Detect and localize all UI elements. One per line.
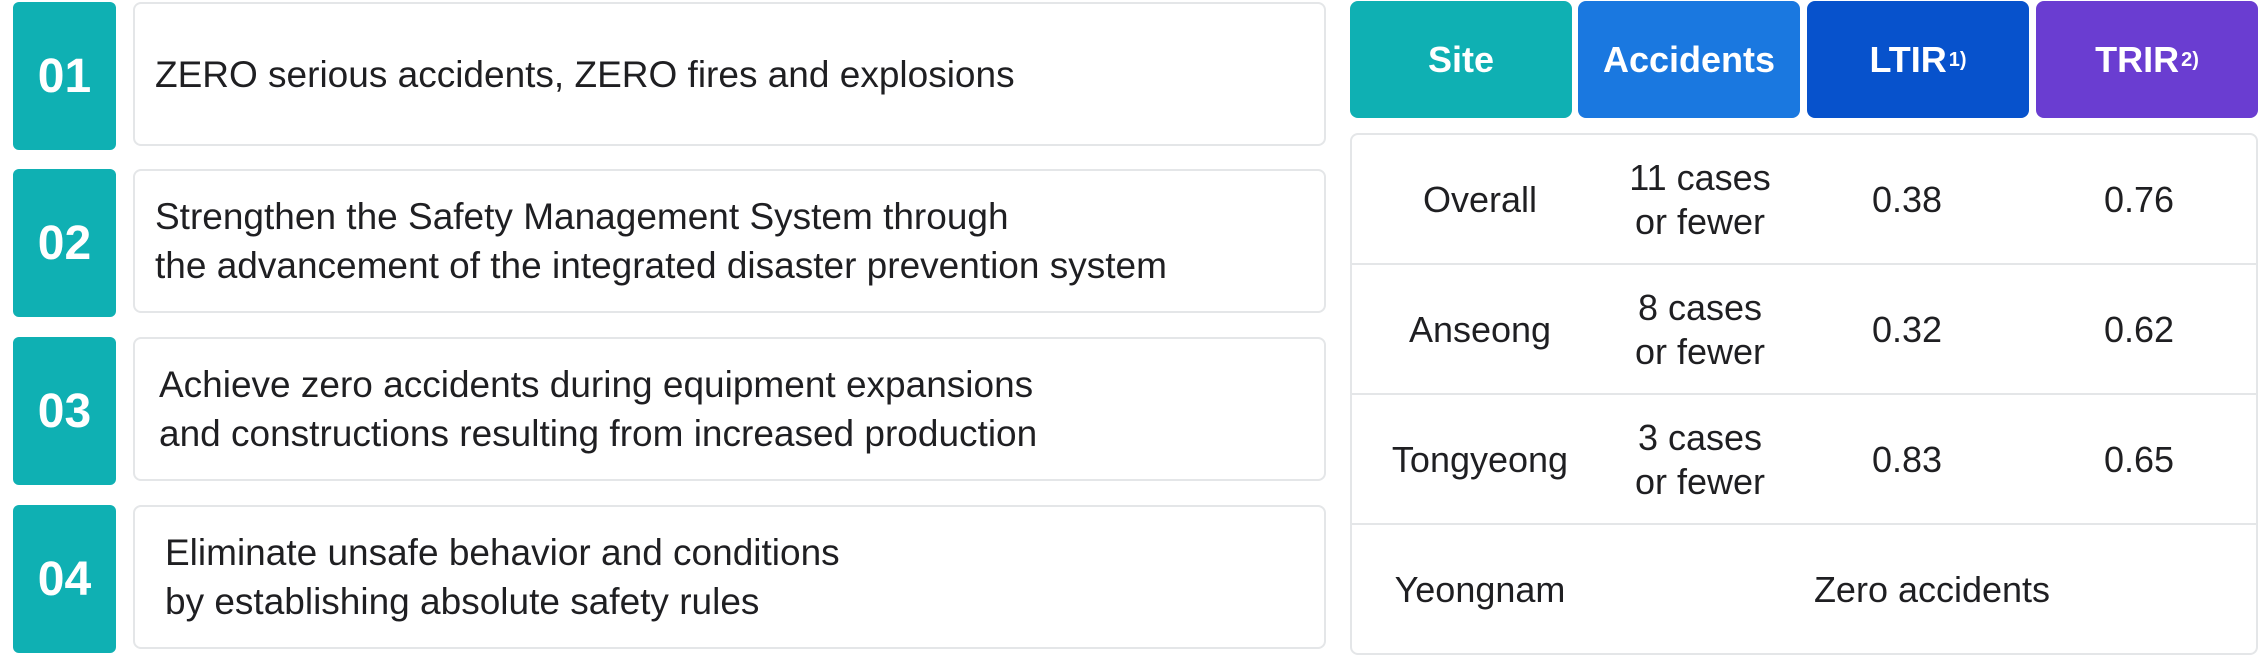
goal-text: ZERO serious accidents, ZERO fires and e… (155, 53, 1015, 95)
header-trir-label: TRIR (2095, 38, 2180, 80)
goal-item: 03 Achieve zero accidents during equipme… (13, 337, 1330, 485)
cell-ltir: 0.83 (1871, 439, 1943, 480)
cell-site: Tongyeong (1391, 439, 1569, 480)
goal-item: 02 Strengthen the Safety Management Syst… (13, 169, 1330, 317)
goal-number-badge: 02 (13, 169, 116, 317)
goal-number-badge: 01 (13, 2, 116, 150)
cell-trir: 0.65 (2103, 439, 2175, 480)
cell-trir: 0.76 (2103, 179, 2175, 220)
goal-number-badge: 03 (13, 337, 116, 485)
cell-ltir: 0.38 (1871, 179, 1943, 220)
goal-box: Eliminate unsafe behavior and conditions… (133, 505, 1326, 649)
goal-box: Strengthen the Safety Management System … (133, 169, 1326, 313)
cell-site: Overall (1422, 179, 1538, 220)
cell-site: Anseong (1408, 309, 1552, 350)
table-body: Overall 11 cases or fewer 0.38 0.76 Anse… (1350, 133, 2258, 655)
cell-accidents: 8 cases or fewer (1634, 287, 1766, 372)
goal-text: Strengthen the Safety Management System … (155, 196, 1167, 286)
header-accidents-label: Accidents (1602, 38, 1776, 80)
cell-site: Yeongnam (1394, 569, 1566, 610)
table-row: Anseong 8 cases or fewer 0.32 0.62 (1352, 265, 2256, 395)
header-site-label: Site (1427, 38, 1495, 80)
table-row: Yeongnam Zero accidents (1352, 525, 2256, 655)
header-site: Site (1350, 1, 1572, 118)
cell-trir: 0.62 (2103, 309, 2175, 350)
cell-accidents: 3 cases or fewer (1634, 417, 1766, 502)
header-ltir-label: LTIR (1869, 38, 1947, 80)
goal-item: 01 ZERO serious accidents, ZERO fires an… (13, 2, 1330, 150)
table-row: Tongyeong 3 cases or fewer 0.83 0.65 (1352, 395, 2256, 525)
table-row: Overall 11 cases or fewer 0.38 0.76 (1352, 135, 2256, 265)
goal-text: Eliminate unsafe behavior and conditions… (165, 532, 840, 622)
cell-accidents: 11 cases or fewer (1629, 157, 1771, 242)
goal-number-badge: 04 (13, 505, 116, 653)
cell-ltir: 0.32 (1871, 309, 1943, 350)
goal-item: 04 Eliminate unsafe behavior and conditi… (13, 505, 1330, 653)
cell-zero-accidents: Zero accidents (1813, 569, 2051, 610)
header-accidents: Accidents (1578, 1, 1800, 118)
goal-box: ZERO serious accidents, ZERO fires and e… (133, 2, 1326, 146)
goal-box: Achieve zero accidents during equipment … (133, 337, 1326, 481)
goal-text: Achieve zero accidents during equipment … (159, 364, 1038, 454)
